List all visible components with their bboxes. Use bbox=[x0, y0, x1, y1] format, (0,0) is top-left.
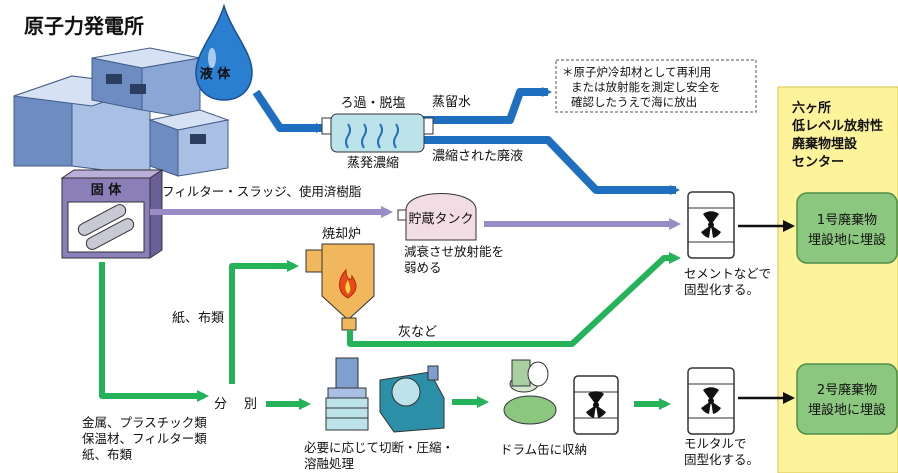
incinerator-icon bbox=[305, 243, 375, 331]
process-line-2: 溶融処理 bbox=[304, 456, 355, 471]
distilled-water-label: 蒸留水 bbox=[432, 95, 471, 110]
filter-tank-icon bbox=[321, 113, 434, 153]
solid-box-icon bbox=[60, 169, 164, 259]
ash-label: 灰など bbox=[398, 325, 437, 340]
waste-items-icon bbox=[503, 359, 557, 425]
process-line-1: 必要に応じて切断・圧縮・ bbox=[304, 440, 454, 455]
liquid-arrow-to-filter bbox=[252, 89, 326, 133]
radiation-icon bbox=[701, 387, 721, 414]
burial2-line-1: 2号廃棄物 bbox=[817, 382, 877, 398]
burial1-line-1: 1号廃棄物 bbox=[817, 212, 877, 228]
burial-box-1 bbox=[796, 192, 898, 264]
concentrated-waste-label: 濃縮された廃液 bbox=[432, 148, 523, 164]
compactor-icon bbox=[325, 357, 369, 431]
paper-cloth-label: 紙、布類 bbox=[172, 311, 224, 326]
filtration-label: ろ過・脱塩 bbox=[340, 96, 405, 111]
sort-label-1: 分 bbox=[214, 397, 227, 412]
note-box bbox=[555, 59, 757, 113]
metal-line-2: 保温材、フィルター類 bbox=[82, 431, 207, 446]
drum-icon bbox=[687, 191, 735, 259]
cement-line-2: 固型化する。 bbox=[684, 282, 759, 297]
evaporation-label: 蒸発濃縮 bbox=[347, 155, 399, 171]
burial2-line-2: 埋設地に埋設 bbox=[808, 402, 886, 418]
page-title: 原子力発電所 bbox=[24, 14, 144, 38]
burial1-line-2: 埋設地に埋設 bbox=[808, 232, 886, 248]
burial-box-2 bbox=[796, 363, 898, 435]
drum-icon bbox=[687, 367, 735, 435]
decay-line-1: 減衰させ放射能を bbox=[404, 244, 504, 259]
filter-resin-label: フィルター・スラッジ、使用済樹脂 bbox=[162, 184, 361, 199]
center-line-3: 廃棄物埋設 bbox=[791, 136, 858, 152]
note-line-1: ＊原子炉冷却材として再利用 bbox=[562, 65, 711, 79]
storage-tank-icon bbox=[397, 193, 477, 241]
radiation-icon bbox=[701, 211, 721, 238]
ash-to-drum-arrow bbox=[347, 252, 681, 347]
solid-label: 固 体 bbox=[91, 182, 123, 198]
metal-line-1: 金属、プラスチック類 bbox=[82, 415, 207, 430]
metal-line-3: 紙、布類 bbox=[82, 447, 133, 462]
drop-icon bbox=[195, 3, 253, 101]
cement-line-1: セメントなどで bbox=[684, 266, 771, 281]
center-line-1: 六ヶ所 bbox=[792, 100, 831, 116]
note-line-2: または放射能を測定し安全を bbox=[571, 80, 721, 94]
sort-to-incinerator-arrow bbox=[229, 260, 299, 384]
note-line-3: 確認したうえで海に放出 bbox=[571, 95, 697, 109]
liquid-label: 液 体 bbox=[200, 66, 232, 82]
sort-label-2: 別 bbox=[244, 397, 257, 412]
drum-store-label: ドラム缶に収納 bbox=[500, 442, 587, 457]
distilled-water-arrow bbox=[422, 87, 552, 124]
mortar-line-2: 固型化する。 bbox=[684, 452, 759, 467]
concentrate-arrow bbox=[422, 136, 680, 195]
mortar-line-1: モルタルで bbox=[684, 436, 747, 451]
center-line-2: 低レベル放射性 bbox=[791, 118, 883, 134]
solid-to-sort-arrow bbox=[99, 262, 209, 402]
radiation-icon bbox=[586, 391, 606, 418]
incinerator-label: 焼却炉 bbox=[322, 227, 361, 242]
melter-icon bbox=[379, 365, 445, 433]
decay-line-2: 弱める bbox=[404, 260, 442, 275]
drum-icon bbox=[573, 375, 619, 435]
storage-tank-label: 貯蔵タンク bbox=[408, 212, 473, 227]
center-line-4: センター bbox=[792, 155, 844, 170]
